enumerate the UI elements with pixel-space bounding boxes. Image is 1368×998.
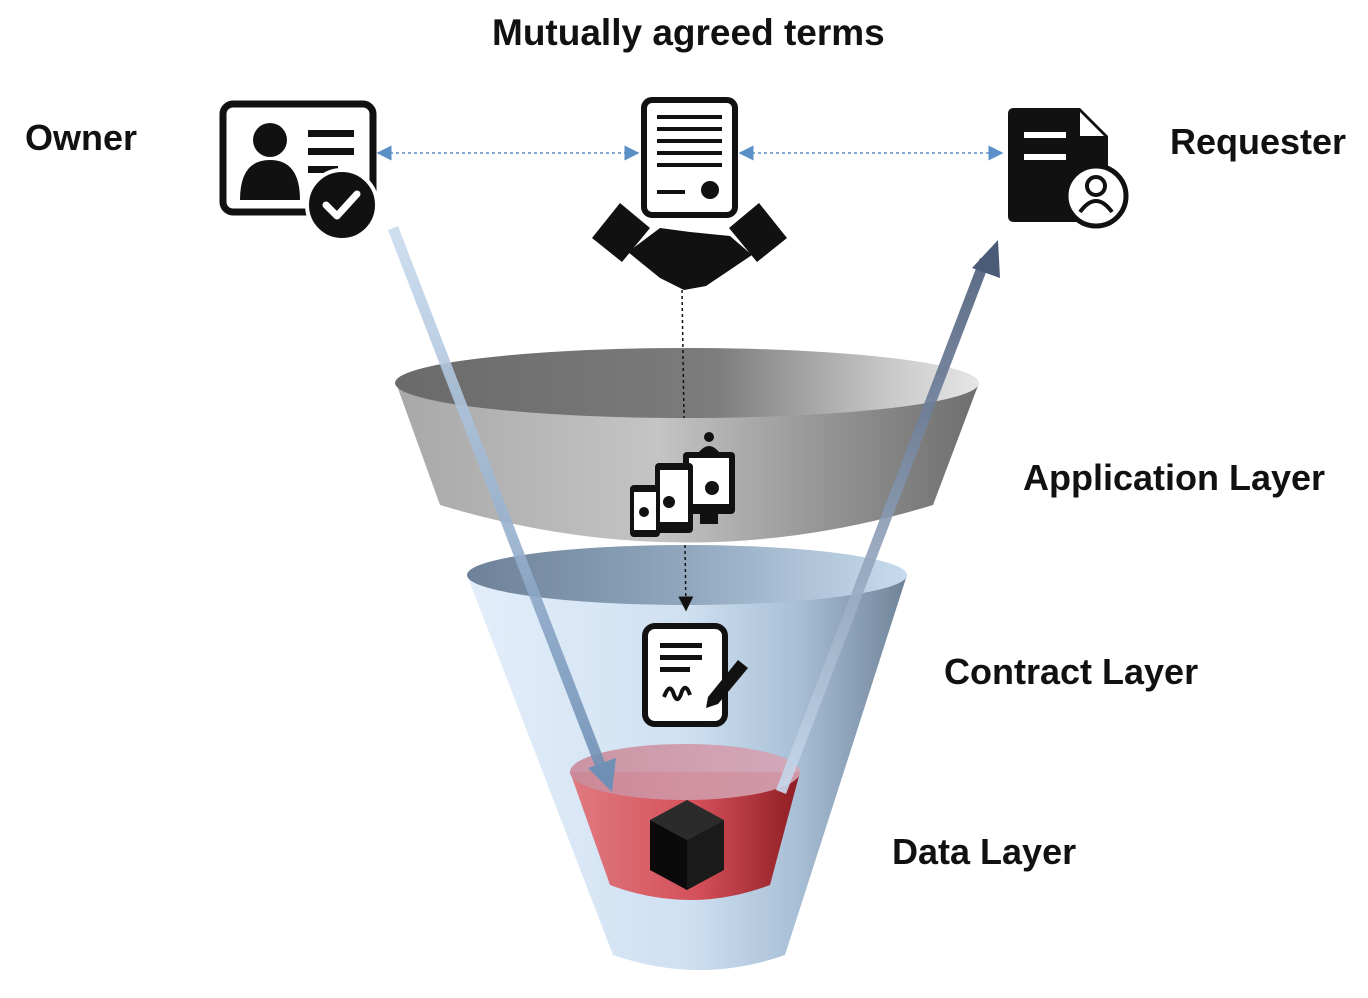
contract-layer-label: Contract Layer xyxy=(944,654,1198,690)
requester-label: Requester xyxy=(1170,124,1346,160)
certificate-handshake-icon xyxy=(592,100,787,290)
application-layer-label: Application Layer xyxy=(1023,460,1325,496)
diagram-title: Mutually agreed terms xyxy=(492,14,885,51)
document-user-icon xyxy=(1008,108,1126,226)
data-layer-label: Data Layer xyxy=(892,834,1076,870)
id-card-check-icon xyxy=(223,104,377,240)
owner-label: Owner xyxy=(25,120,137,156)
